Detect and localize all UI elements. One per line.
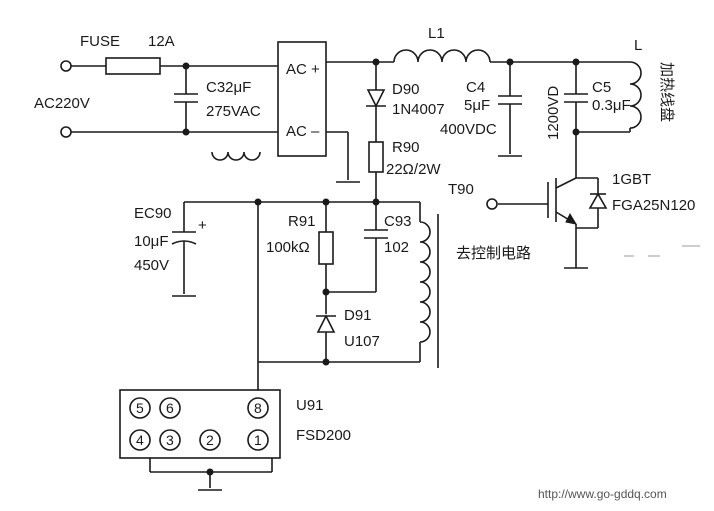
c32-capacitor xyxy=(174,62,198,136)
t90-transformer xyxy=(419,202,439,368)
ec90-capacitor xyxy=(171,202,197,297)
d91-part-label: U107 xyxy=(344,333,380,350)
u91-label: U91 xyxy=(296,397,324,414)
ec90-voltage-label: 450V xyxy=(134,257,169,274)
drain-wire xyxy=(257,202,420,390)
pin-6-label: 6 xyxy=(166,400,174,416)
pin-5-label: 5 xyxy=(136,400,144,416)
c5-value-label: 0.3μF xyxy=(592,97,631,114)
ec90-plus-label: + xyxy=(198,217,207,234)
pin-2-label: 2 xyxy=(206,432,214,448)
coil-l-label: L xyxy=(634,37,642,54)
bridge-rectifier xyxy=(277,41,327,157)
to-control-circuit-label: 去控制电路 xyxy=(456,244,531,262)
fuse-label: FUSE xyxy=(80,33,120,50)
pin-3-label: 3 xyxy=(166,432,174,448)
control-input-terminal xyxy=(486,198,498,210)
ac-input-label: AC220V xyxy=(34,95,90,112)
c4-value-label: 5μF xyxy=(464,97,490,114)
ac-plus-label: AC + xyxy=(286,61,320,78)
ec90-label: EC90 xyxy=(134,205,172,222)
l1-label: L1 xyxy=(428,25,445,42)
igbt-transistor xyxy=(498,132,608,269)
chip-ground xyxy=(149,458,273,491)
d90-part-label: 1N4007 xyxy=(392,101,445,118)
stray-marks xyxy=(624,245,700,257)
fuse-symbol xyxy=(105,57,161,75)
c4-voltage-label: 400VDC xyxy=(440,121,497,138)
r91-resistor xyxy=(318,231,334,265)
d91-label: D91 xyxy=(344,307,372,324)
r91-label: R91 xyxy=(288,213,316,230)
ec90-value-label: 10μF xyxy=(134,233,169,250)
r91-value-label: 100kΩ xyxy=(266,239,310,256)
pin-1-label: 1 xyxy=(254,432,262,448)
igbt-part-label: FGA25N120 xyxy=(612,197,695,214)
l1-inductor xyxy=(393,49,491,63)
c93-capacitor xyxy=(326,202,388,293)
c32-voltage-label: 275VAC xyxy=(206,103,261,120)
vcc-bus xyxy=(184,198,420,206)
r90-label: R90 xyxy=(392,139,420,156)
r90-value-label: 22Ω/2W xyxy=(386,161,441,178)
fuse-rating-label: 12A xyxy=(148,33,175,50)
bridge-output-wires xyxy=(326,58,394,183)
watermark-url: http://www.go-gddq.com xyxy=(538,487,667,501)
c5-label: C5 xyxy=(592,79,611,96)
pin-4-label: 4 xyxy=(136,432,144,448)
u91-part-label: FSD200 xyxy=(296,427,351,444)
heating-coil xyxy=(629,61,642,129)
d91-diode xyxy=(316,314,336,362)
c4-capacitor xyxy=(498,58,522,157)
ac-minus-label: AC – xyxy=(286,123,320,140)
pin-8-label: 8 xyxy=(254,400,262,416)
c32-label: C32μF xyxy=(206,79,251,96)
t90-label: T90 xyxy=(448,181,474,198)
c4-label: C4 xyxy=(466,79,485,96)
d90-label: D90 xyxy=(392,81,420,98)
input-wires xyxy=(71,65,278,133)
igbt-label: 1GBT xyxy=(612,171,651,188)
u91-chip xyxy=(119,389,281,459)
d90-diode xyxy=(366,62,386,142)
c93-label: C93 xyxy=(384,213,412,230)
c93-value-label: 102 xyxy=(384,239,409,256)
v1200-label: 1200VD xyxy=(545,86,562,140)
u91-pins xyxy=(129,397,269,451)
heating-coil-label: 加热线盘 xyxy=(658,62,676,122)
r90-resistor xyxy=(368,141,384,173)
choke-inductor xyxy=(211,151,261,161)
